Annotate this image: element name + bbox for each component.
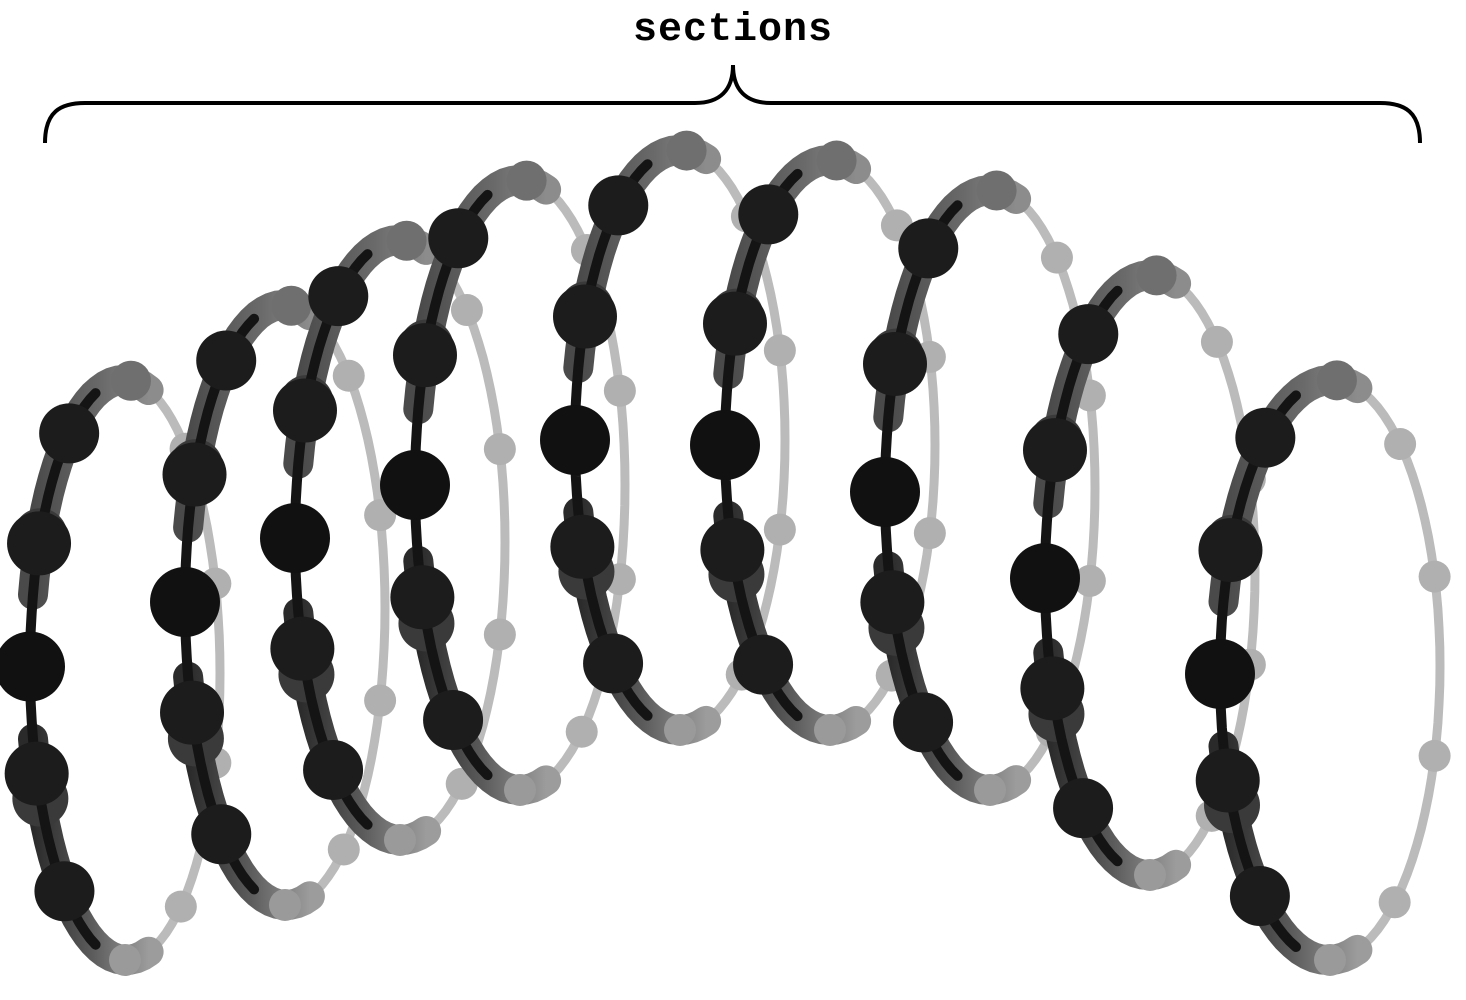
ring-side-node <box>1316 360 1357 401</box>
ring-side-node <box>1136 255 1177 296</box>
ring-back-node <box>1040 241 1073 274</box>
ring-back-node <box>1418 739 1451 772</box>
ring-front-node <box>860 570 925 635</box>
ring-front-node <box>733 634 794 695</box>
ring-back-node <box>1073 564 1106 597</box>
ring-back-node <box>1378 886 1411 919</box>
ring-side-node <box>269 889 301 921</box>
ring-side-node <box>814 714 846 746</box>
ring-front-node <box>1235 407 1296 468</box>
ring-front-node <box>150 567 220 637</box>
ring-front-node <box>260 503 330 574</box>
ring-back-arc <box>1352 383 1445 955</box>
ring-front-node <box>1185 638 1255 709</box>
ring-side-node <box>384 824 416 856</box>
ring-front-node <box>1022 418 1087 483</box>
ring-front-node <box>308 266 369 327</box>
ring-front-node <box>7 511 72 576</box>
ring-front-node <box>893 692 954 753</box>
ring-side-node <box>271 285 312 326</box>
ring-back-node <box>483 618 516 651</box>
ring-front-node <box>39 403 100 464</box>
ring-front-node <box>702 291 767 356</box>
ring-back-node <box>763 513 796 546</box>
ring-back-node <box>1384 428 1417 461</box>
ring-side-node <box>816 140 857 181</box>
sections-label: sections <box>632 8 834 53</box>
ring-front-node <box>160 680 225 745</box>
ring-front-node <box>34 861 95 922</box>
ring-front-node <box>303 739 364 800</box>
ring-side-node <box>1314 944 1346 976</box>
ring-front-node <box>552 284 617 349</box>
ring-front-node <box>1198 518 1263 583</box>
ring-front-node <box>700 517 765 582</box>
ring-side-node <box>386 220 427 261</box>
ring-front-node <box>588 175 649 236</box>
ring-front-node <box>1058 304 1119 365</box>
ring-front-node <box>423 690 484 751</box>
ring-front-node <box>1020 656 1085 721</box>
ring-back-node <box>565 715 598 748</box>
ring-front-node <box>550 514 615 579</box>
ring-front-node <box>540 405 610 475</box>
ring-back-node <box>332 359 365 392</box>
ring-back-node <box>450 294 483 327</box>
ring-back-node <box>164 890 197 923</box>
ring-front-node <box>862 331 927 396</box>
ring-front-node <box>690 410 760 480</box>
ring-front-node <box>270 616 335 681</box>
ring-front-node <box>898 218 959 279</box>
ring-front-node <box>196 330 257 391</box>
brace <box>43 64 1422 144</box>
ring-front-node <box>162 442 227 507</box>
ring-front-node <box>392 323 457 388</box>
ring-side-node <box>666 130 707 171</box>
ring-side-node <box>110 360 151 401</box>
ring-back-node <box>913 517 946 550</box>
ring-back-node <box>483 433 516 466</box>
ring-side-node <box>664 714 696 746</box>
ring-front-node <box>1053 778 1114 839</box>
ring-front-node <box>1195 748 1260 813</box>
ring-front-node <box>380 450 450 520</box>
ring-front-node <box>191 804 252 865</box>
ring-front-node <box>390 565 455 630</box>
ring-side-node <box>974 774 1006 806</box>
ring-back-node <box>1200 325 1233 358</box>
ring-back-node <box>763 334 796 367</box>
ring-front-node <box>738 184 799 245</box>
ring-back-node <box>603 374 636 407</box>
ring-front-node <box>1010 543 1080 614</box>
ring-front-node <box>850 456 920 527</box>
ring-front-node <box>0 631 65 702</box>
ring-side-node <box>504 774 536 806</box>
ring-back-node <box>364 684 397 717</box>
ring-front-node <box>583 633 644 694</box>
ring-front-node <box>4 741 69 806</box>
ring-side-node <box>976 170 1017 211</box>
ring-back-node <box>1418 560 1451 593</box>
ring-back-node <box>327 833 360 866</box>
ring-front-node <box>1229 865 1290 926</box>
ring-side-node <box>109 944 141 976</box>
ring-front-node <box>428 208 489 269</box>
ring-side-node <box>1134 859 1166 891</box>
ring-side-node <box>506 160 547 201</box>
ring-front-node <box>272 378 337 443</box>
